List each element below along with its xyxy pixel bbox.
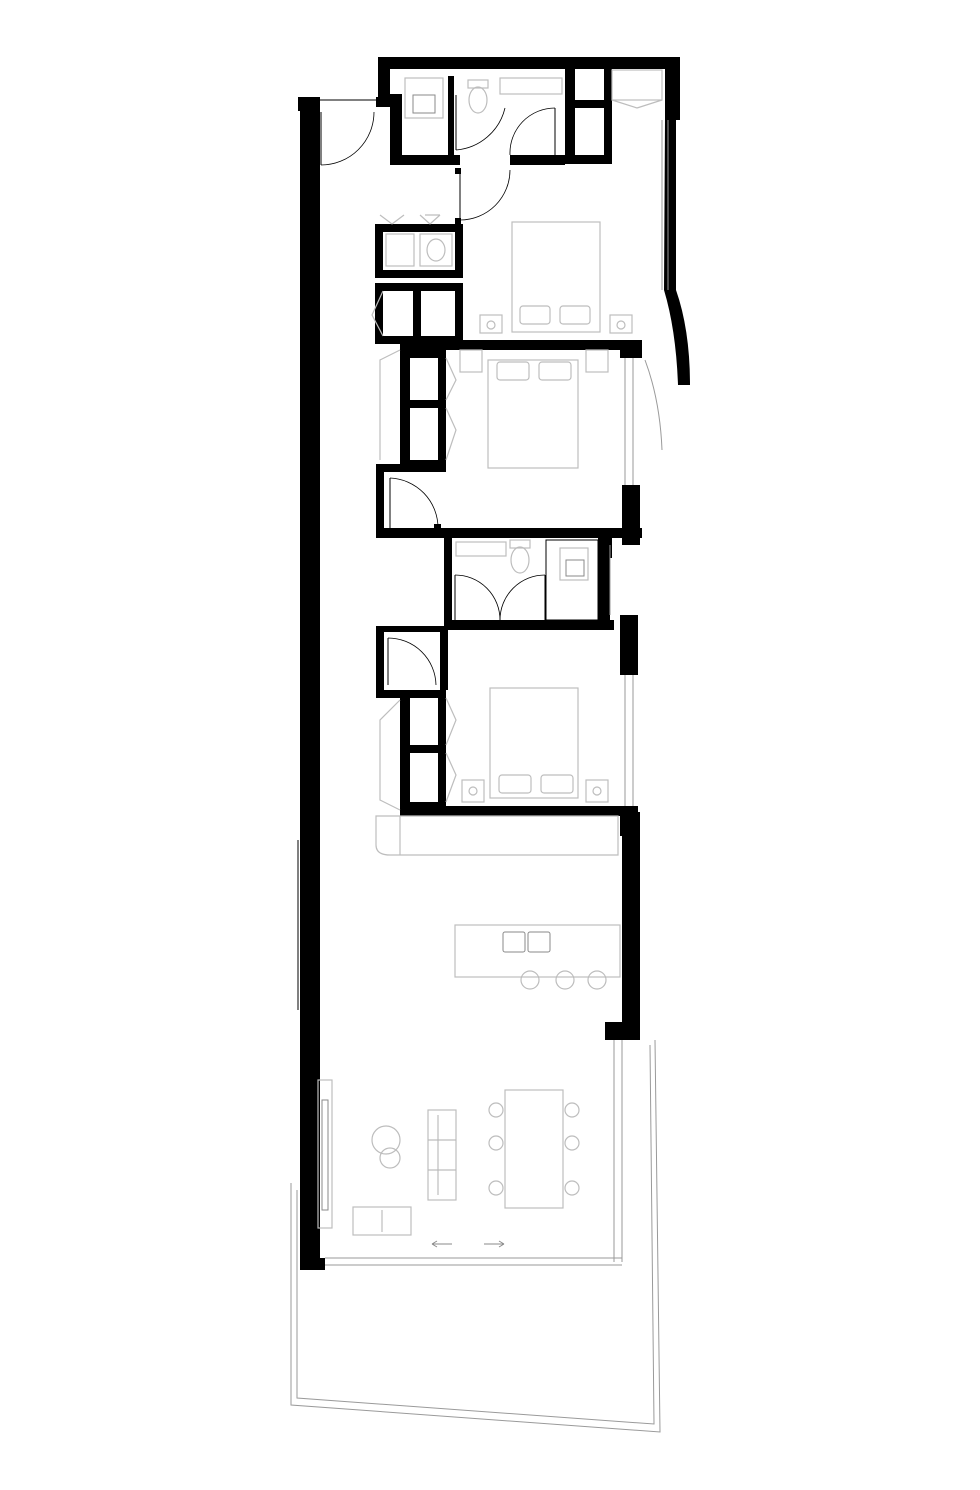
ensuite <box>444 538 614 630</box>
bedroom-2 <box>376 340 642 545</box>
living-dining <box>300 1040 623 1270</box>
wall-master-bed2 <box>400 340 642 358</box>
sliding-door-arrows <box>431 1240 505 1248</box>
wardrobe-block-1 <box>371 214 463 344</box>
master-bedroom <box>455 120 690 451</box>
top-bathroom <box>378 57 680 165</box>
exterior-west-wall <box>297 97 320 1270</box>
balcony <box>290 1039 661 1433</box>
kitchen <box>375 812 640 1040</box>
entry-door <box>320 97 386 166</box>
bedroom-3 <box>376 615 638 836</box>
